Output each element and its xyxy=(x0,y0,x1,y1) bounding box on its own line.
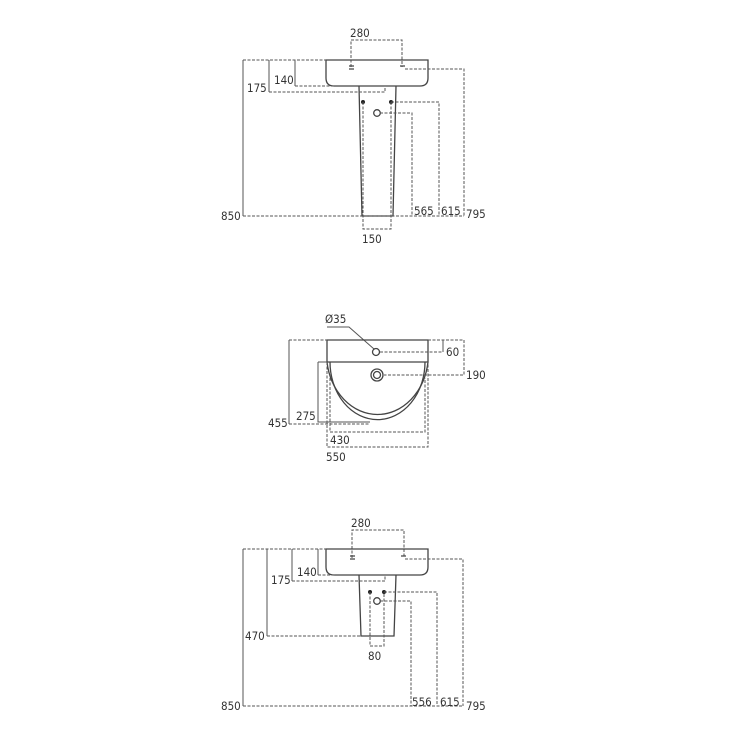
tap-centres-label: 280 xyxy=(351,516,371,530)
waste-height-label: 565 xyxy=(414,204,434,218)
semi-pedestal-bottom-label: 470 xyxy=(245,629,265,643)
height-overall-label: 850 xyxy=(221,699,241,713)
tap-hole-marks xyxy=(349,65,405,70)
tap-centres-dimension xyxy=(350,39,403,67)
pedestal-spacing-label: 80 xyxy=(368,649,381,663)
tap-hole-diameter-label: Ø35 xyxy=(325,312,346,326)
basin-deck xyxy=(326,339,429,363)
bowl-outer xyxy=(326,361,429,416)
tap-centres-label: 280 xyxy=(350,26,370,40)
pedestal-outline xyxy=(358,85,397,217)
supply-height-label: 615 xyxy=(440,695,460,709)
leader-line xyxy=(327,326,375,350)
rim-depth-label: 140 xyxy=(274,73,294,87)
waste-offset-label: 190 xyxy=(466,368,486,382)
rim-depth-label: 140 xyxy=(297,565,317,579)
projection-label: 455 xyxy=(268,416,288,430)
semi-pedestal-outline xyxy=(358,574,397,637)
front-view-semi-pedestal: 280 850 470 175 140 556 615 795 80 xyxy=(221,516,486,713)
waste-outlet xyxy=(370,368,384,382)
tap-hole-offset-label: 60 xyxy=(446,345,459,359)
supply-height-label: 615 xyxy=(441,204,461,218)
tap-hole xyxy=(371,347,381,357)
basin-depth-label: 175 xyxy=(247,81,267,95)
waste-height-label: 556 xyxy=(412,695,432,709)
rim-height-label: 795 xyxy=(466,699,486,713)
basin-depth-label: 175 xyxy=(271,573,291,587)
waste-outlet xyxy=(373,109,381,117)
bowl-depth-label: 275 xyxy=(296,409,316,423)
bowl-inner xyxy=(329,361,426,421)
front-view-pedestal: 280 850 175 140 565 615 795 150 xyxy=(221,26,486,246)
basin-outline xyxy=(325,548,429,576)
pedestal-spacing-label: 150 xyxy=(362,232,382,246)
bowl-width-label: 430 xyxy=(330,433,350,447)
height-overall-label: 850 xyxy=(221,209,241,223)
overall-width-label: 550 xyxy=(326,450,346,464)
plan-view: Ø35 60 190 455 275 430 550 xyxy=(268,312,486,464)
basin-outline xyxy=(325,59,429,87)
rim-height-label: 795 xyxy=(466,207,486,221)
